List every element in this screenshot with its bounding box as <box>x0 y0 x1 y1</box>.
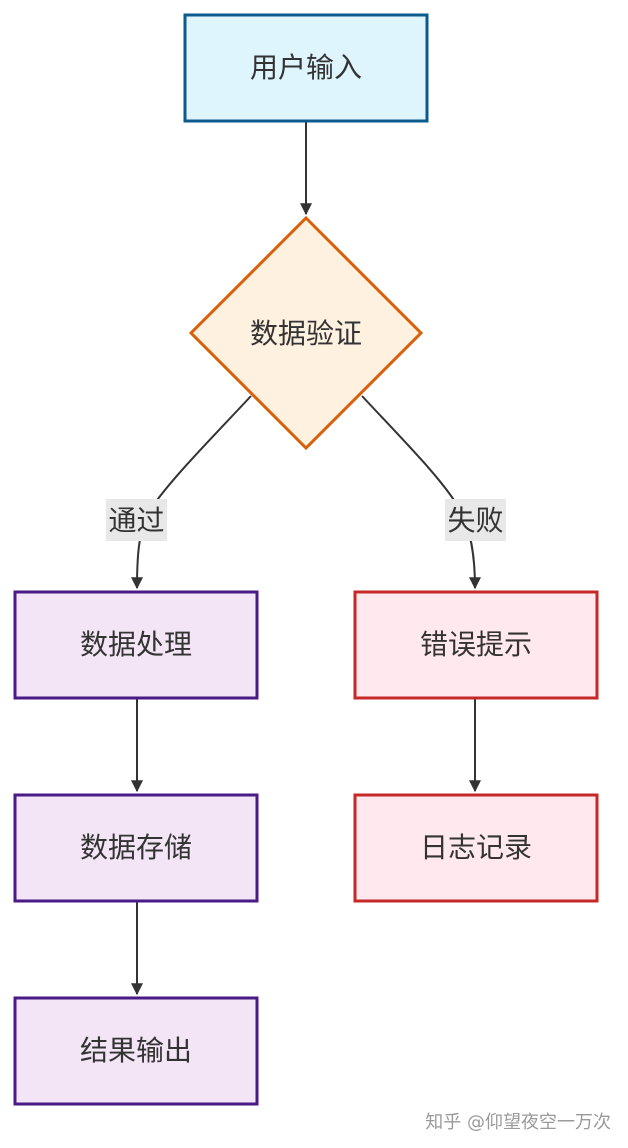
edge-label-pass: 通过 <box>106 499 167 541</box>
node-error-prompt-label: 错误提示 <box>420 628 532 661</box>
node-result-output-label: 结果输出 <box>80 1034 192 1067</box>
node-data-processing: 数据处理 <box>13 590 259 700</box>
node-log-record: 日志记录 <box>353 793 599 903</box>
node-error-prompt: 错误提示 <box>353 590 599 700</box>
node-log-record-label: 日志记录 <box>420 831 532 864</box>
edge-label-fail-bg <box>445 499 506 541</box>
edge-label-pass-text: 通过 <box>108 504 164 537</box>
node-data-validation-diamond <box>188 215 424 451</box>
node-data-processing-label: 数据处理 <box>80 628 192 661</box>
node-data-storage-label: 数据存储 <box>80 831 192 864</box>
node-data-validation: 数据验证 <box>188 215 424 451</box>
edge-label-fail-text: 失败 <box>447 504 503 537</box>
node-user-input: 用户输入 <box>183 13 429 123</box>
node-data-storage: 数据存储 <box>13 793 259 903</box>
node-data-storage-box <box>13 793 259 903</box>
node-error-prompt-box <box>353 590 599 700</box>
node-result-output: 结果输出 <box>13 996 259 1106</box>
watermark-text: 知乎 @仰望夜空一万次 <box>425 1112 611 1133</box>
node-user-input-box <box>183 13 429 123</box>
node-result-output-box <box>13 996 259 1106</box>
edge-label-pass-bg <box>106 499 167 541</box>
node-user-input-label: 用户输入 <box>250 51 362 84</box>
node-data-processing-box <box>13 590 259 700</box>
edge-validate-to-error <box>361 395 481 590</box>
node-data-validation-label: 数据验证 <box>250 317 362 350</box>
edge-label-fail: 失败 <box>445 499 506 541</box>
node-log-record-box <box>353 793 599 903</box>
edge-validate-to-process <box>131 395 252 590</box>
